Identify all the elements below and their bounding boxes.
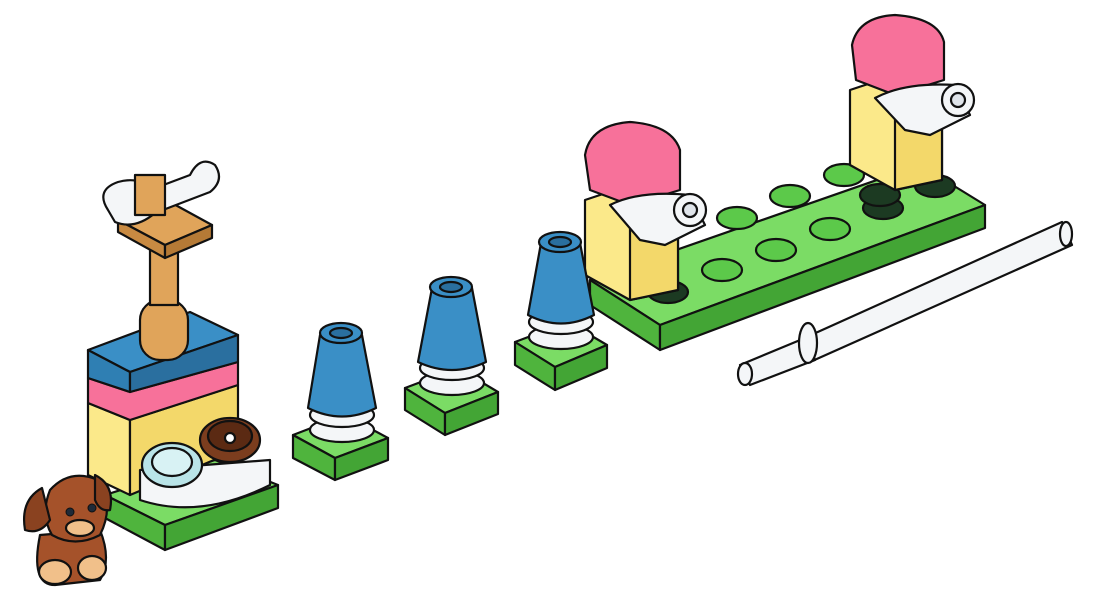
cone-3	[513, 230, 609, 392]
feeding-stand	[86, 160, 280, 552]
jump-post-right	[848, 13, 976, 192]
cone-1	[291, 321, 390, 482]
jump-post-left	[583, 120, 708, 302]
puppy-figure	[23, 473, 113, 587]
white-bar	[736, 220, 1074, 387]
cone-2	[403, 275, 500, 437]
